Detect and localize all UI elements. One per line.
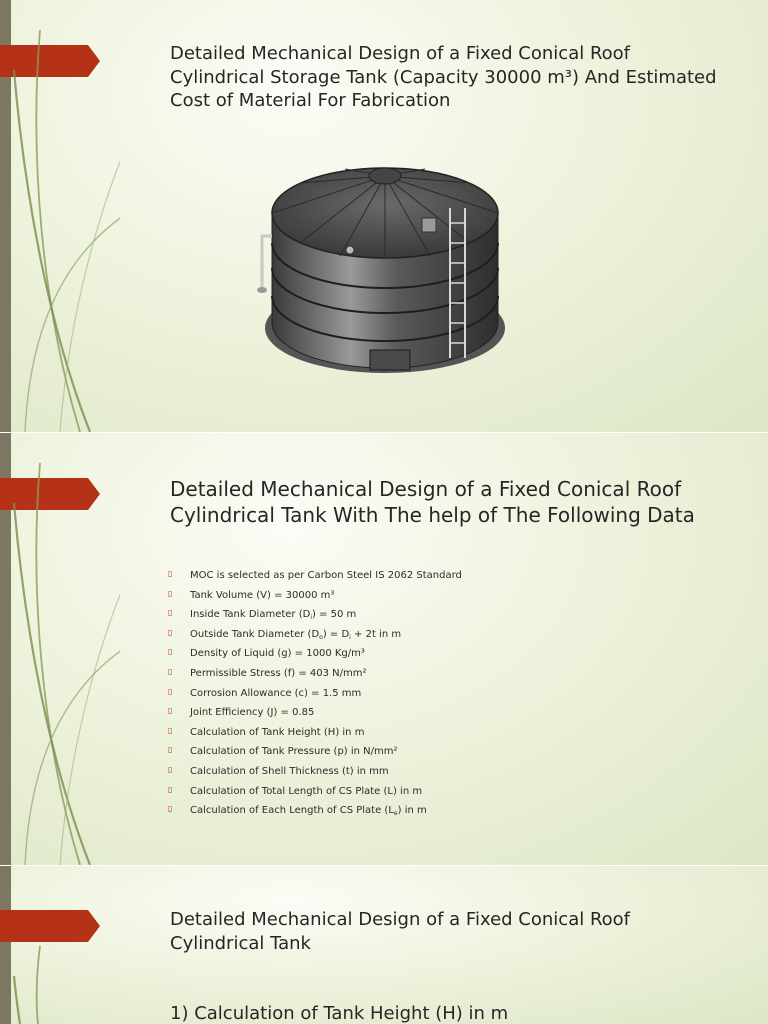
slide-3 [0,866,768,1024]
list-item: ▯ Calculation of Total Length of CS Plate… [168,782,462,802]
slide-accent-tab [0,45,100,77]
bullet-text: Permissible Stress (f) = 403 N/mm² [190,667,367,679]
slide-title: Detailed Mechanical Design of a Fixed Co… [170,477,695,527]
bullet-text: Calculation of Tank Height (H) in m [190,726,365,738]
bullet-text: Calculation of Tank Pressure (p) in N/mm… [190,746,398,758]
slide-2 [0,433,768,865]
bullet-subscript: i [310,614,312,622]
bullet-marker-icon: ▯ [168,569,173,578]
bullet-marker-icon: ▯ [168,706,173,716]
bullet-marker-icon: ▯ [168,745,173,755]
data-bullet-list: ▯ MOC is selected as per Carbon Steel IS … [168,566,462,821]
bullet-marker-icon: ▯ [168,804,173,814]
bullet-marker-icon: ▯ [168,647,173,657]
slide-title: Detailed Mechanical Design of a Fixed Co… [170,43,717,111]
bullet-text: Tank Volume (V) = 30000 m³ [190,589,335,601]
bullet-marker-icon: ▯ [168,784,173,794]
section-subheading: 1) Calculation of Tank Height (H) in m [170,1003,509,1024]
bullet-text: Calculation of Total Length of CS Plate … [190,785,423,797]
bullet-text: Calculation of Shell Thickness (t) in mm [190,765,389,777]
list-item: ▯ Tank Volume (V) = 30000 m³ [168,586,462,606]
slide-title: Detailed Mechanical Design of a Fixed Co… [170,909,631,954]
slide-accent-tab [0,478,100,510]
list-item: ▯ Corrosion Allowance (c) = 1.5 mm [168,684,462,704]
list-item: ▯ Calculation of Tank Height (H) in m [168,723,462,743]
decorative-swoosh [12,462,120,865]
bullet-text: MOC is selected as per Carbon Steel IS 2… [190,570,462,581]
bullet-text: ) = D [322,628,350,640]
bullet-subscript: e [393,810,398,818]
bullet-marker-icon: ▯ [168,588,173,598]
bullet-marker-icon: ▯ [168,666,173,676]
list-item: ▯ Calculation of Each Length of CS Plate … [168,801,462,821]
list-item: ▯ Joint Efficiency (J) = 0.85 [168,703,462,723]
bullet-text: Density of Liquid (g) = 1000 Kg/m³ [190,648,365,660]
bullet-text: + 2t in m [350,628,402,640]
decorative-swoosh [12,29,120,432]
list-item: ▯ Calculation of Tank Pressure (p) in N/m… [168,742,462,762]
bullet-text: Corrosion Allowance (c) = 1.5 mm [190,687,362,699]
bullet-marker-icon: ▯ [168,627,173,637]
bullet-marker-icon: ▯ [168,725,173,735]
bullet-marker-icon: ▯ [168,608,173,618]
bullet-marker-icon: ▯ [168,764,173,774]
slide-1: Detailed Mechanical Design of a Fixed Co… [0,0,768,432]
slide-edge-bar [0,866,11,1024]
storage-tank-illustration [257,167,505,373]
slide-edge-bar [0,433,11,865]
list-item: ▯ Outside Tank Diameter (Do) = Di + 2t in… [168,625,462,645]
list-item: ▯ Density of Liquid (g) = 1000 Kg/m³ [168,644,462,664]
bullet-text: ) in m [397,805,427,817]
bullet-marker-icon: ▯ [168,686,173,696]
bullet-subscript: i [349,633,351,641]
list-item: ▯ Inside Tank Diameter (Di) = 50 m [168,605,462,625]
list-item: ▯ Permissible Stress (f) = 403 N/mm² [168,664,462,684]
bullet-subscript: o [319,633,323,641]
slide-edge-bar [0,0,11,432]
slide-accent-tab [0,910,100,942]
list-item: ▯ MOC is selected as per Carbon Steel IS … [168,566,462,586]
bullet-text: ) = 50 m [311,609,357,621]
bullet-text: Calculation of Each Length of CS Plate (… [190,805,394,817]
decorative-swoosh [12,945,41,1024]
bullet-text: Outside Tank Diameter (D [190,628,320,640]
bullet-text: Inside Tank Diameter (D [190,609,311,621]
list-item: ▯ Calculation of Shell Thickness (t) in m… [168,762,462,782]
bullet-text: Joint Efficiency (J) = 0.85 [190,707,315,719]
